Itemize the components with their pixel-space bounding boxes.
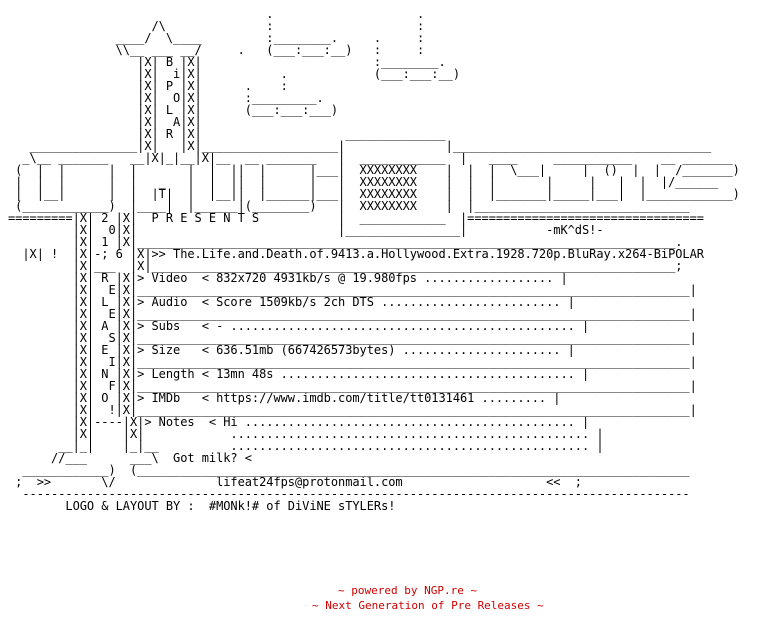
nfo-line: |X| L |X| (___:___:___) xyxy=(8,103,339,117)
nfo-line: __|_| |_|__ ............................… xyxy=(8,439,604,453)
nfo-line: |X|___ |X|______________________________… xyxy=(8,259,683,273)
nfo-line: |X| R |X| ______________ xyxy=(8,127,446,141)
audio-info-line: |X| L |X|> Audio < Score 1509kb/s 2ch DT… xyxy=(8,295,575,309)
nfo-line: |X| E|X|________________________________… xyxy=(8,283,697,297)
nfo-art: . . /\ : : ____/ \____ :________. . : \\… xyxy=(8,8,740,512)
nfo-line: | | | | | _ | | || | | | XXXXXXXX | | | … xyxy=(8,175,719,189)
nfo-line: \\__ ___ __/ . (___:___:__) : : xyxy=(8,43,425,57)
nfo-line: (____________) |____| |______|(________)… xyxy=(8,199,690,213)
nfo-line: ( | | | | | | || | |___| XXXXXXXX | | | … xyxy=(8,163,740,177)
nfo-line: /\ : : xyxy=(8,19,425,33)
nfo-line: _\__ _______ __|X|_|__|X|__ __ _______ |… xyxy=(8,151,733,165)
nfo-line: ----------------------------------------… xyxy=(8,487,690,501)
nfo-line: |X| 0|X| |________________| -mK^dS!- xyxy=(8,223,604,237)
nfo-line: |X| E|X|________________________________… xyxy=(8,307,697,321)
powered-by-text: ~ powered by NGP.re ~ xyxy=(338,584,478,597)
contact-email-line: ; >> \/ lifeat24fps@protonmail.com << ; xyxy=(8,475,582,489)
length-info-line: |X| N |X|> Length < 13mn 48s ...........… xyxy=(8,367,590,381)
nfo-line: |X| I|X|________________________________… xyxy=(8,355,697,369)
video-info-line: |X| R |X|> Video < 832x720 4931kb/s @ 19… xyxy=(8,271,568,285)
credits-line: LOGO & LAYOUT BY : #MONk!# of DiViNE sTY… xyxy=(8,499,396,513)
nfo-line: ____________) (_________________________… xyxy=(8,463,690,477)
nfo-line: =========|X| 2 |X| P R E S E N T S | ___… xyxy=(8,211,704,225)
nfo-line: |X| |X| ................................… xyxy=(8,427,604,441)
imdb-info-line: |X| O |X|> IMDb < https://www.imdb.com/t… xyxy=(8,391,561,405)
subs-info-line: |X| A |X|> Subs < - ....................… xyxy=(8,319,590,333)
nfo-line: |X| O|X| :_________. xyxy=(8,91,324,105)
nfo-line: | |__| | | |T| | |__|| |______|___| XXXX… xyxy=(8,187,740,201)
nfo-line: . . xyxy=(8,7,425,21)
nfo-line: |X| S|X|________________________________… xyxy=(8,331,697,345)
nfo-line: |X| !|X|________________________________… xyxy=(8,403,697,417)
nfo-line: |X| B |X| :________. xyxy=(8,55,446,69)
nfo-line: |X| F|X|________________________________… xyxy=(8,379,697,393)
nfo-line: ____/ \____ :________. . : xyxy=(8,31,425,45)
size-info-line: |X| E |X|> Size < 636.51mb (667426573byt… xyxy=(8,343,575,357)
nfo-line: |X| P |X| . : xyxy=(8,79,288,93)
tagline-text: ~ Next Generation of Pre Releases ~ xyxy=(312,599,544,612)
nfo-line: |X| 1 |X|_______________________________… xyxy=(8,235,683,249)
release-name-line: |X| ! |X|-; 6 |X|>> The.Life.and.Death.o… xyxy=(8,247,704,261)
got-milk-line: //___ ___\ Got milk? < xyxy=(8,451,252,465)
nfo-line: |X| A|X| xyxy=(8,115,202,129)
nfo-line: |X| i|X| . (___:___:__) xyxy=(8,67,461,81)
notes-info-line: |X|----|X|> Notes < Hi .................… xyxy=(8,415,590,429)
nfo-line: _______________|X| |X|__________________… xyxy=(8,139,712,153)
